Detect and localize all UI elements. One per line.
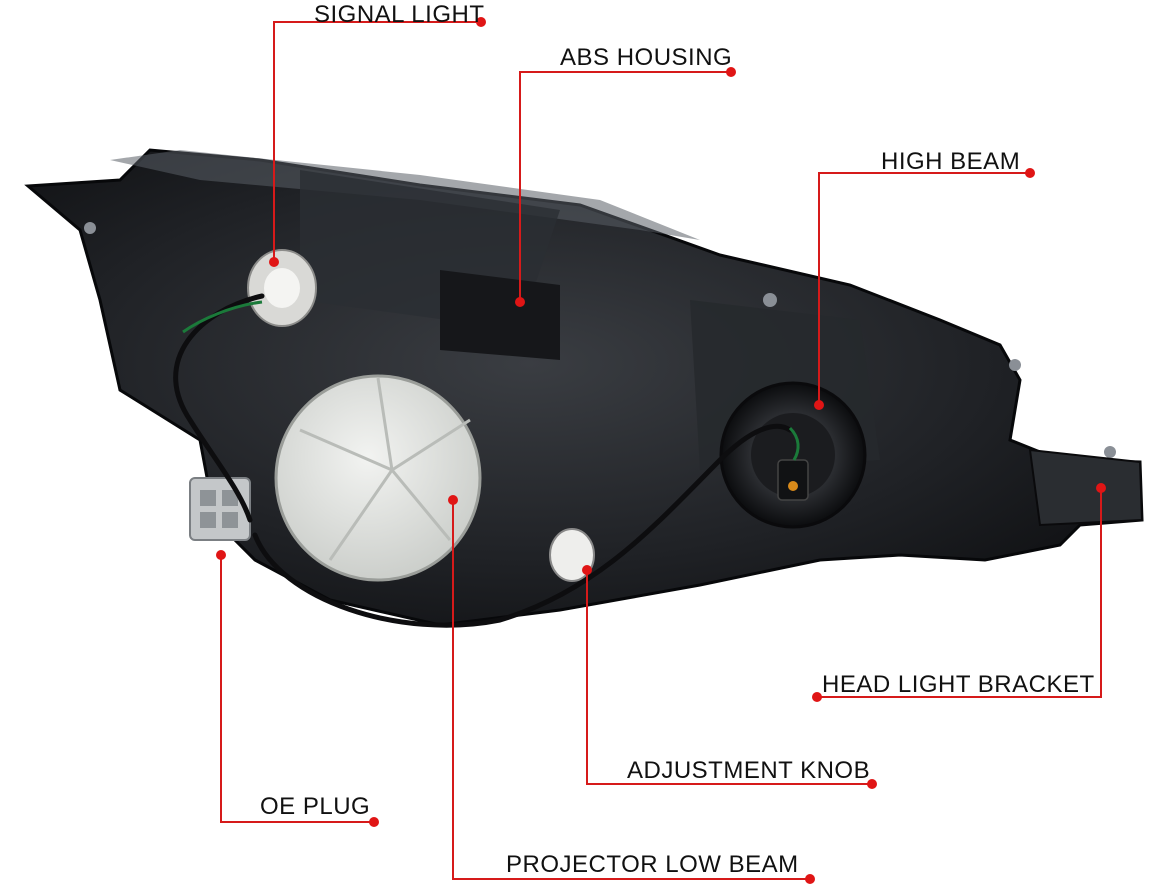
green-wire [182,300,800,461]
label-abs-housing: ABS HOUSING [560,44,733,71]
adjustment-knob-target-dot [582,565,592,575]
abs-housing-label-dot [726,67,736,77]
high-beam-target-dot [814,400,824,410]
callout-leaders [216,17,1106,884]
adjustment-knob-leader-line [586,570,872,785]
high-beam-leader-line [818,172,1030,405]
projector-low-beam-label-dot [805,874,815,884]
head-light-bracket-leader-line [817,488,1102,698]
label-projector-low-beam: PROJECTOR LOW BEAM [506,851,799,878]
abs-housing-leader-line [519,71,731,302]
label-signal-light: SIGNAL LIGHT [314,1,485,28]
label-head-light-bracket: HEAD LIGHT BRACKET [822,671,1095,698]
projector-low-beam-cap [274,374,482,582]
signal-light-leader-line [273,21,481,262]
head-light-bracket-label-dot [812,692,822,702]
abs-housing-target-dot [515,297,525,307]
signal-light-target-dot [269,257,279,267]
high-beam-label-dot [1025,168,1035,178]
high-beam-ring [719,381,867,529]
oe-plug-leader-line [220,555,374,823]
signal-light-socket [247,249,317,327]
projector-low-beam-target-dot [448,495,458,505]
head-light-bracket-target-dot [1096,483,1106,493]
projector-low-beam-leader-line [452,500,810,880]
adjustment-knob-label-dot [867,779,877,789]
oe-plug-connector [189,477,251,541]
label-oe-plug: OE PLUG [260,793,371,820]
head-light-bracket [1028,448,1144,527]
signal-light-label-dot [476,17,486,27]
label-adjustment-knob: ADJUSTMENT KNOB [627,757,871,784]
label-high-beam: HIGH BEAM [881,148,1021,175]
oe-plug-target-dot [216,550,226,560]
oe-plug-label-dot [369,817,379,827]
